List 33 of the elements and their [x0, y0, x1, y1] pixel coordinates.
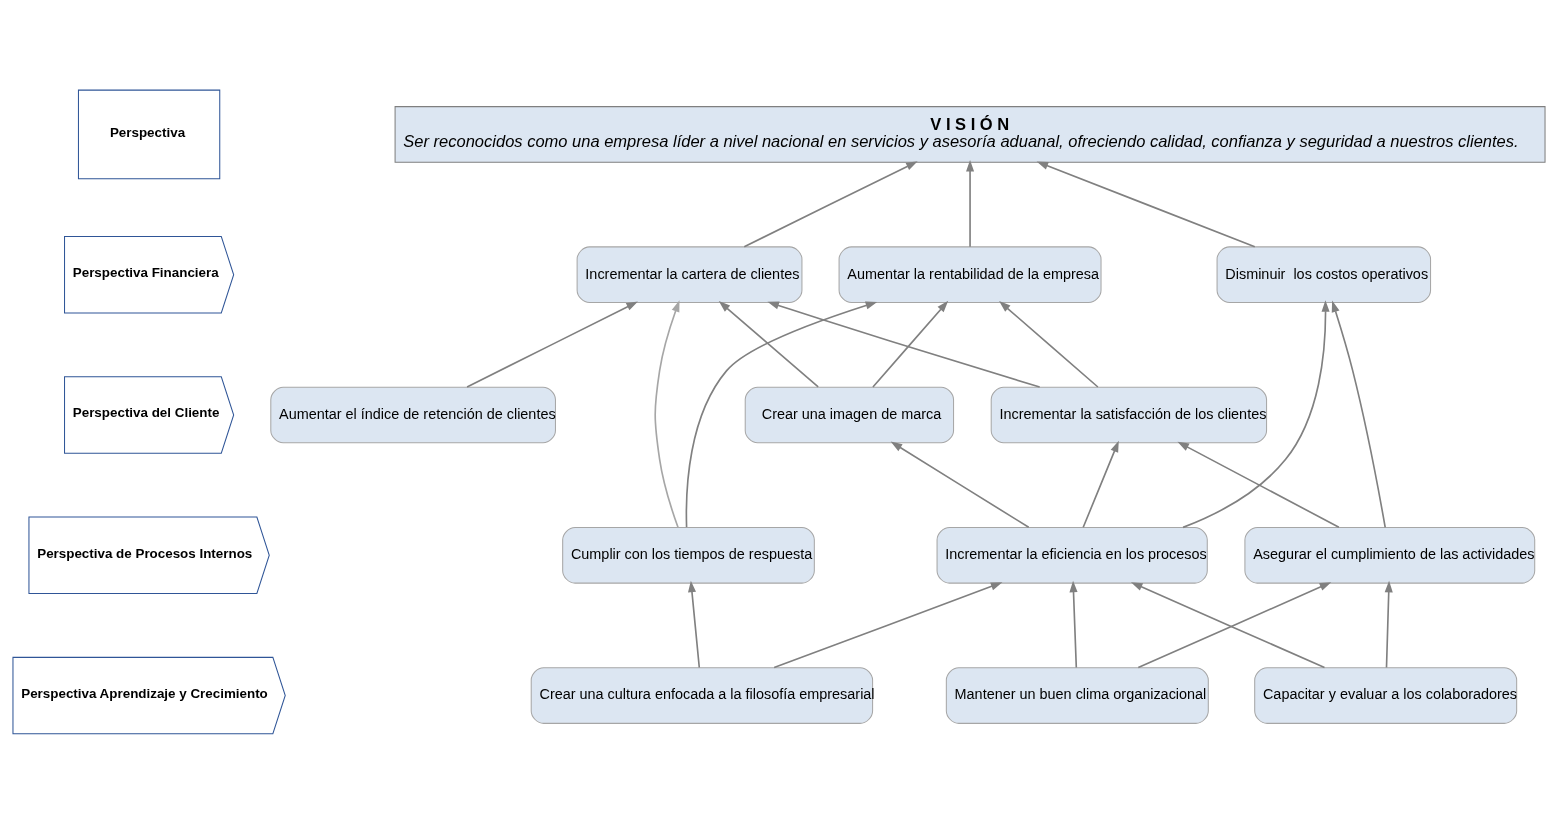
arrow [773, 581, 1003, 668]
node-box: Cumplir con los tiempos de respuesta [562, 526, 815, 584]
arrow [1177, 441, 1340, 528]
node-box: Crear una imagen de marca [744, 386, 955, 443]
arrow [999, 300, 1099, 388]
node-box: V I S I Ó N Ser reconocidos como una empresa líder a nivel nacional en servicios y asesoría aduanal, ofreciendo calidad, confianza y seguridad a nuestros clientes. [394, 105, 1546, 163]
arrow [1069, 580, 1078, 668]
node-box: Capacitar y evaluar a los colaboradores [1254, 666, 1518, 724]
arrow [890, 441, 1030, 528]
node-box: Aumentar el índice de retención de clientes [270, 386, 556, 443]
arrow [466, 301, 638, 388]
arrow [743, 160, 918, 248]
node-box: Asegurar el cumplimiento de las actividades [1244, 526, 1536, 584]
arrow [687, 580, 701, 668]
node-box: Incrementar la cartera de clientes [576, 245, 803, 303]
arrow [767, 301, 1041, 388]
node-box: Incrementar la satisfacción de los clientes [990, 386, 1268, 443]
node-box: Incrementar la eficiencia en los procesos [936, 526, 1208, 584]
arrow [1036, 161, 1256, 248]
arrow [718, 300, 819, 388]
arrow [1082, 440, 1119, 528]
node-box: Perspectiva [77, 89, 221, 179]
node-box: Aumentar la rentabilidad de la empresa [838, 245, 1102, 303]
arrow [872, 300, 949, 388]
arrow [1384, 580, 1393, 668]
node-box: Crear una cultura enfocada a la filosofía empresarial [530, 666, 874, 724]
arrow [685, 301, 878, 528]
arrow [1331, 300, 1387, 528]
arrow [966, 159, 975, 248]
arrow [654, 299, 680, 528]
arrow [1182, 299, 1330, 528]
node-box: Disminuir los costos operativos [1216, 245, 1432, 303]
node-box: Mantener un buen clima organizacional [945, 666, 1209, 724]
